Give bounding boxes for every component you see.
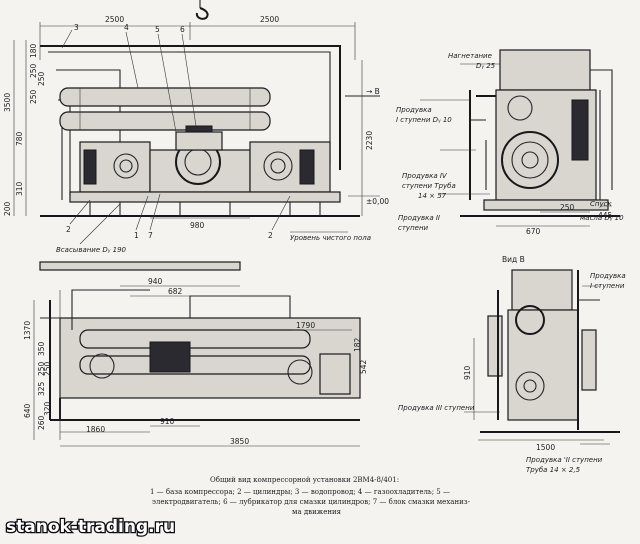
view-b: Вид В 910 1500 Продувка I ступени Продув… — [463, 255, 626, 474]
dim-320: 320 — [43, 401, 52, 416]
dim-350: 350 — [37, 341, 46, 356]
callout-1: 1 — [134, 231, 139, 240]
label-purge-1b: I ступени Dᵧ 10 — [396, 116, 452, 124]
callout-6: 6 — [180, 25, 185, 34]
label-floor-level: Уровень чистого пола — [290, 234, 371, 242]
dim-zero: ±0,00 — [366, 197, 389, 206]
figure-caption: Общий вид компрессорной установки 2ВМ4-8… — [150, 476, 471, 516]
dim-682: 682 — [168, 287, 183, 296]
view-b-title: Вид В — [502, 255, 525, 264]
label-purge-4: Продувка IV — [402, 172, 448, 180]
caption-line-2: электродвигатель; 6 — лубрикатор для сма… — [152, 498, 471, 506]
label-purge-2: Продувка II — [398, 214, 440, 222]
label-drain: Спуск — [590, 200, 612, 208]
dim-3500: 3500 — [3, 93, 12, 112]
dim-910-plan: 910 — [160, 417, 175, 426]
front-elevation: 2500 2500 3500 780 250 250 250 180 310 2… — [3, 0, 389, 254]
label-view-b-purge-1: Продувка — [590, 272, 626, 280]
view-b-arrow: → В — [366, 87, 380, 96]
dim-445: 445 — [598, 211, 613, 220]
dim-260: 260 — [37, 415, 46, 430]
callout-3: 3 — [74, 23, 79, 32]
label-purge-1: Продувка — [396, 106, 432, 114]
dim-542: 542 — [359, 359, 368, 374]
label-view-b-purge-2b: Труба 14 × 2,5 — [526, 466, 581, 474]
side-elevation: 250 445 670 Нагнетание Dᵧ 25 Продувка I … — [396, 49, 624, 236]
dim-780: 780 — [15, 131, 24, 146]
callout-7: 7 — [148, 231, 153, 240]
dim-1860: 1860 — [86, 425, 105, 434]
dim-200: 200 — [3, 201, 12, 216]
label-discharge: Нагнетание — [448, 52, 492, 60]
dim-2230: 2230 — [365, 131, 374, 150]
dim-2500-left: 2500 — [105, 15, 124, 24]
dim-670: 670 — [526, 227, 541, 236]
label-purge-2b: ступени — [398, 224, 429, 232]
label-purge-4c: 14 × 57 — [418, 192, 447, 200]
dim-250-plan-a: 250 — [37, 361, 46, 376]
dim-250-plan-b: 250 — [43, 361, 52, 376]
callout-4: 4 — [124, 23, 129, 32]
dim-2500-right: 2500 — [260, 15, 279, 24]
plan-view: 940 682 1790 1370 640 350 250 250 325 32… — [23, 261, 368, 447]
label-view-b-purge-1b: I ступени — [590, 282, 625, 290]
dim-250-b: 250 — [29, 63, 38, 78]
dim-250-side: 250 — [560, 203, 575, 212]
caption-title: Общий вид компрессорной установки 2ВМ4-8… — [210, 476, 399, 484]
dim-1500: 1500 — [536, 443, 555, 452]
label-drain-b: масла Dᵧ 10 — [580, 214, 624, 222]
caption-line-1: 1 — база компрессора; 2 — цилиндры; 3 — … — [150, 488, 450, 496]
dim-910-view-b: 910 — [463, 365, 472, 380]
dim-1790: 1790 — [296, 321, 315, 330]
watermark: stanok-trading.ru — [6, 517, 175, 537]
dim-3850: 3850 — [230, 437, 249, 446]
dim-310: 310 — [15, 181, 24, 196]
dim-980: 980 — [190, 221, 205, 230]
callout-2-left: 2 — [66, 225, 71, 234]
label-view-b-purge-2: Продувка 'II ступени — [526, 456, 603, 464]
dim-1370: 1370 — [23, 321, 32, 340]
dim-180: 180 — [29, 43, 38, 58]
callout-5: 5 — [155, 25, 160, 34]
crane-hook-icon — [195, 0, 209, 20]
dim-940: 940 — [148, 277, 163, 286]
label-suction: Всасывание Dᵧ 190 — [56, 246, 127, 254]
dim-640: 640 — [23, 403, 32, 418]
dim-325: 325 — [37, 381, 46, 396]
callout-2-right: 2 — [268, 231, 273, 240]
label-purge-3: Продувка III ступени — [398, 404, 475, 412]
label-purge-4b: ступени Труба — [402, 182, 456, 190]
dim-182: 182 — [353, 337, 362, 352]
label-discharge-size: Dᵧ 25 — [476, 62, 496, 70]
dim-250-c: 250 — [37, 71, 46, 86]
caption-line-3: ма движения — [292, 508, 342, 516]
dim-250-a: 250 — [29, 89, 38, 104]
